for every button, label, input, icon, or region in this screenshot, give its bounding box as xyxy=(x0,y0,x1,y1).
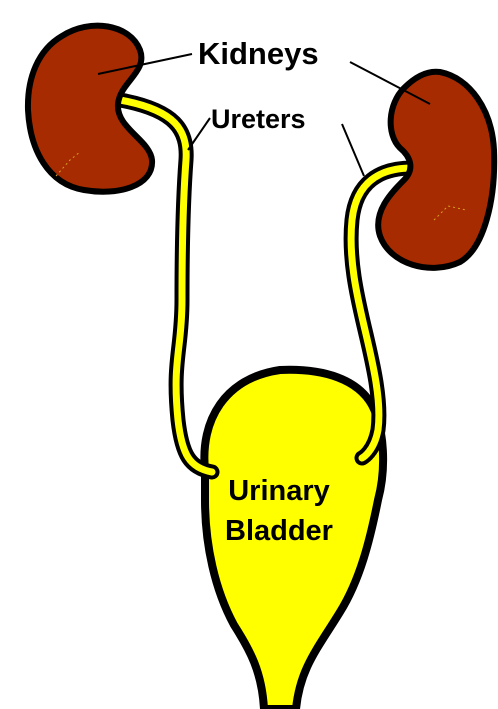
ureters-leader-right xyxy=(342,124,364,176)
urinary-bladder-label-line2: Bladder xyxy=(225,515,333,547)
ureters-leader-left xyxy=(188,118,210,150)
ureters-label: Ureters xyxy=(211,104,306,134)
kidneys-label: Kidneys xyxy=(198,36,319,71)
urinary-bladder-label-line1: Urinary xyxy=(228,475,330,507)
